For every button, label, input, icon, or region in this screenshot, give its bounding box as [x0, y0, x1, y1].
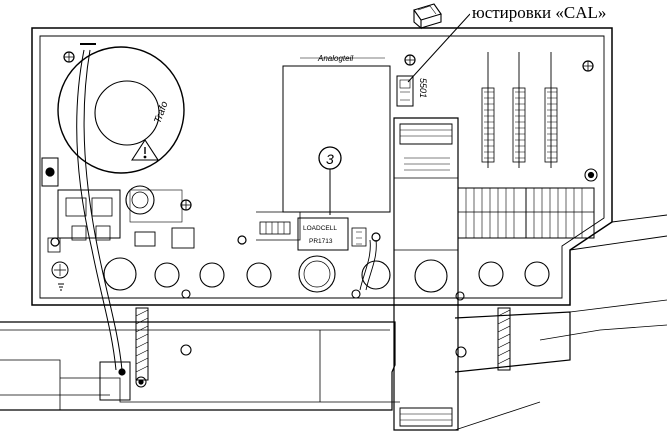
cal-key [413, 3, 442, 30]
analog-board-label: Analogteil [317, 54, 353, 63]
callout-leader [407, 13, 471, 83]
analog-board: Analogteil [256, 54, 391, 241]
wire-harness [76, 43, 511, 401]
marker-3-label: 3 [326, 151, 334, 167]
loadcell-label-1: LOADCELL [303, 225, 337, 232]
enclosure-screws [50, 51, 594, 247]
left-components [41, 157, 195, 291]
loadcell-label-2: PR1713 [309, 238, 333, 245]
enclosure-frame [31, 27, 667, 306]
loadcell-module: LOADCELL PR1713 [297, 217, 367, 251]
terminal-strips [481, 52, 558, 168]
switch-label: 5501 [418, 78, 428, 98]
trafo-label: Trafo [152, 100, 170, 125]
terminal-blocks [457, 168, 598, 239]
cable-glands [103, 255, 550, 358]
marker-3: 3 [318, 146, 342, 215]
cal-callout-label: юстировки «CAL» [470, 3, 609, 23]
ribbon-cable [393, 117, 459, 431]
switch-5501: 5501 [396, 75, 428, 107]
